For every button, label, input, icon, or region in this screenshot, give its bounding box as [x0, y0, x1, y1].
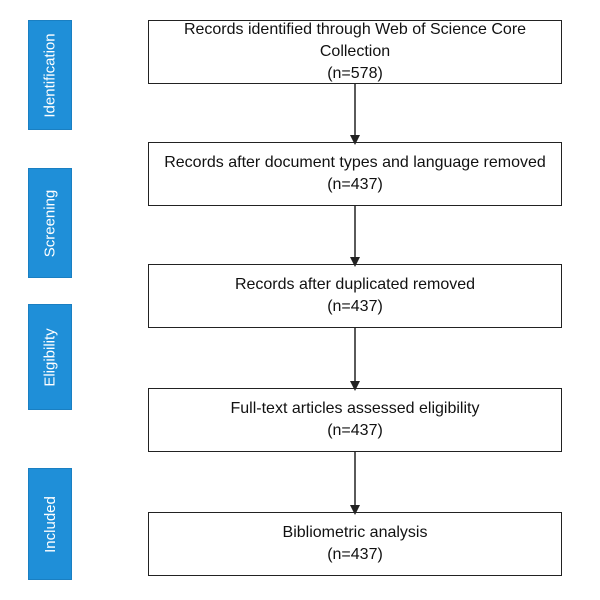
box-title: Full-text articles assessed eligibility [230, 400, 480, 417]
box-title: Records after document types and languag… [164, 154, 546, 171]
box-count: (n=437) [327, 422, 383, 439]
stage-label-text: Included [41, 495, 59, 553]
box-count: (n=437) [327, 546, 383, 563]
flow-box-identified: Records identified through Web of Scienc… [148, 20, 562, 84]
box-title: Records after duplicated removed [234, 276, 476, 293]
flow-box-bibliometric-analysis: Bibliometric analysis (n=437) [148, 512, 562, 576]
flow-box-duplicates-removed: Records after duplicated removed (n=437) [148, 264, 562, 328]
box-title: Bibliometric analysis [282, 524, 428, 541]
stage-screening: Screening [28, 168, 72, 278]
stage-included: Included [28, 468, 72, 580]
box-count: (n=578) [327, 65, 383, 82]
stage-label-text: Identification [41, 32, 59, 118]
stage-identification: Identification [28, 20, 72, 130]
stage-label-text: Eligibility [41, 327, 59, 387]
box-count: (n=437) [327, 298, 383, 315]
box-title: Records identified through Web of Scienc… [183, 21, 527, 60]
box-count: (n=437) [327, 176, 383, 193]
flow-box-types-language-removed: Records after document types and languag… [148, 142, 562, 206]
stage-eligibility: Eligibility [28, 304, 72, 410]
flow-box-full-text-assessed: Full-text articles assessed eligibility … [148, 388, 562, 452]
stage-label-text: Screening [41, 189, 59, 257]
